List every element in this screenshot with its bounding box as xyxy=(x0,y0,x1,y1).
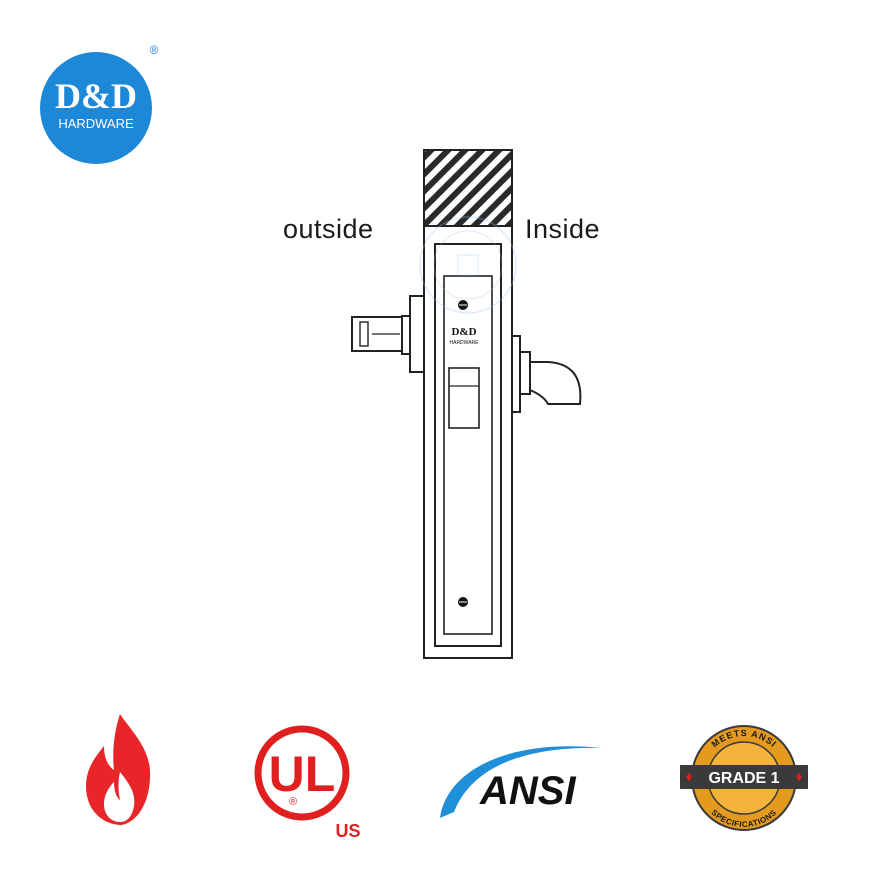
mortise-lock-diagram: D&D HARDWARE xyxy=(351,149,582,659)
brand-logo-circle xyxy=(40,52,152,164)
ul-registered-mark: ® xyxy=(289,796,297,808)
ansi-swoosh-icon xyxy=(440,746,602,818)
ansi-logo: ANSI xyxy=(440,746,602,818)
flame-icon xyxy=(86,714,151,825)
thumb-turn-icon xyxy=(511,335,582,413)
bottom-screw-icon xyxy=(458,597,468,607)
watermark-seal xyxy=(419,216,517,314)
ul-letters: UL xyxy=(269,746,336,802)
inside-label: Inside xyxy=(525,214,601,244)
grade-1-badge: MEETS ANSI SPECIFICATIONS GRADE 1 xyxy=(680,725,808,831)
outside-label: outside xyxy=(283,214,374,244)
brand-logo: D&D HARDWARE ® xyxy=(40,43,159,164)
ul-certification-logo: UL ® US xyxy=(254,725,361,840)
grade-center-text: GRADE 1 xyxy=(708,770,779,787)
grade-band xyxy=(680,765,808,789)
faceplate-subtitle: HARDWARE xyxy=(450,340,480,346)
top-screw-icon xyxy=(458,300,468,310)
door-body xyxy=(423,225,513,659)
ansi-text: ANSI xyxy=(479,769,576,813)
star-left-icon xyxy=(686,773,692,781)
lock-faceplate xyxy=(434,243,502,647)
brand-registered-mark: ® xyxy=(150,43,159,57)
lock-case-outline xyxy=(443,275,493,635)
ul-country: US xyxy=(335,821,360,840)
latch-bolt xyxy=(448,367,480,429)
star-right-icon xyxy=(796,773,802,781)
faceplate-brand: D&D xyxy=(451,326,476,338)
door-section-hatch xyxy=(423,149,513,227)
brand-subtitle: HARDWARE xyxy=(58,116,134,131)
key-cylinder-icon xyxy=(351,295,425,373)
brand-name: D&D xyxy=(55,76,137,116)
